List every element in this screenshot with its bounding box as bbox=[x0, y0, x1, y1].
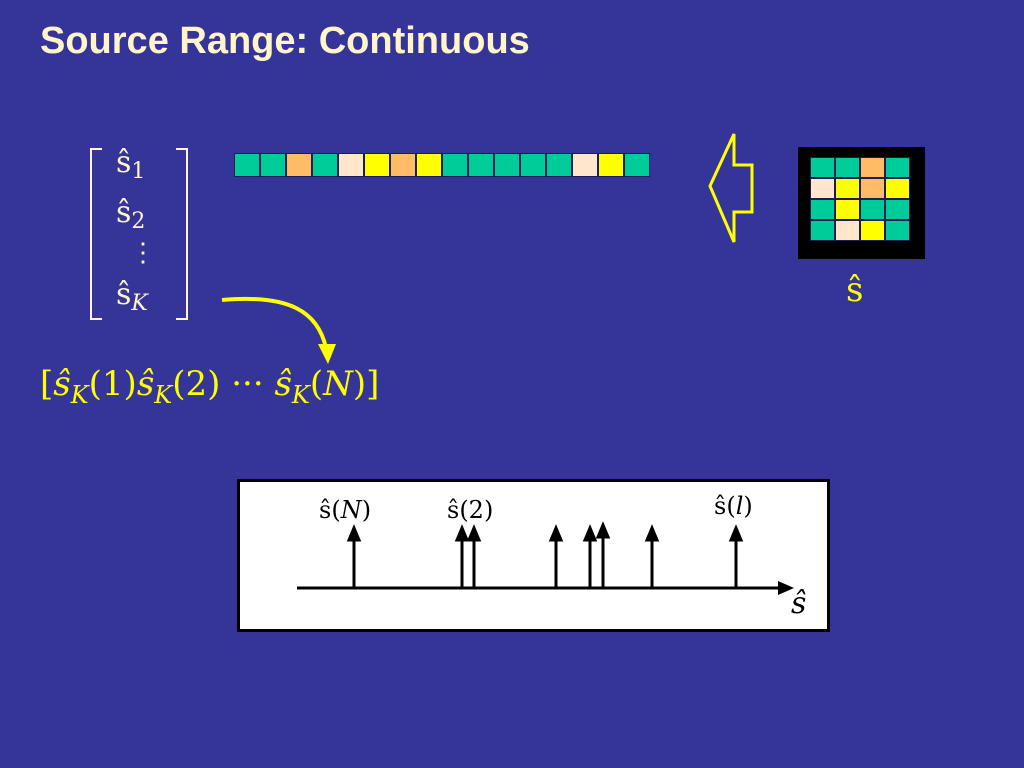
axis-label: ŝ bbox=[791, 586, 807, 621]
sample-stem-head bbox=[582, 524, 598, 542]
strip-cell bbox=[546, 153, 572, 177]
matrix-cell bbox=[810, 220, 835, 241]
strip-cell bbox=[416, 153, 442, 177]
matrix-cell bbox=[810, 157, 835, 178]
strip-cell bbox=[234, 153, 260, 177]
matrix-cell bbox=[835, 157, 860, 178]
sequence-expression: [ŝK(1)ŝK(2) ··· ŝK(N)] bbox=[40, 364, 380, 409]
strip-cell bbox=[598, 153, 624, 177]
curved-arrow-icon bbox=[221, 296, 328, 349]
sample-stem-head bbox=[454, 524, 470, 542]
sample-stem-head bbox=[346, 524, 362, 542]
curved-arrow-head-icon bbox=[318, 344, 336, 364]
matrix-cell bbox=[835, 199, 860, 220]
sample-axis-panel: ŝ(N) ŝ(2) ŝ(l) ŝ bbox=[237, 479, 830, 632]
sample-stem-head bbox=[548, 524, 564, 542]
right-bracket bbox=[176, 148, 188, 320]
matrix-cell bbox=[860, 157, 885, 178]
source-matrix bbox=[798, 147, 925, 259]
strip-cell bbox=[572, 153, 598, 177]
matrix-cell bbox=[810, 199, 835, 220]
sample-stems bbox=[346, 521, 744, 588]
matrix-cell bbox=[885, 199, 910, 220]
sample-stem-head bbox=[644, 524, 660, 542]
left-arrow-icon bbox=[708, 133, 754, 243]
slide-title: Source Range: Continuous bbox=[40, 20, 530, 62]
sample-axis-svg bbox=[297, 521, 794, 595]
strip-cell bbox=[390, 153, 416, 177]
vectorized-strip bbox=[234, 153, 650, 177]
strip-cell bbox=[312, 153, 338, 177]
matrix-cell bbox=[860, 220, 885, 241]
strip-cell bbox=[520, 153, 546, 177]
strip-cell bbox=[364, 153, 390, 177]
strip-cell bbox=[442, 153, 468, 177]
matrix-label: ŝ bbox=[846, 270, 864, 310]
matrix-cell bbox=[885, 220, 910, 241]
vector-row-1: ŝ1 bbox=[116, 145, 146, 185]
strip-cell bbox=[468, 153, 494, 177]
matrix-cell bbox=[860, 178, 885, 199]
sample-stem-head bbox=[595, 521, 611, 539]
matrix-cell bbox=[835, 220, 860, 241]
vector-dots: ⋮ bbox=[130, 238, 156, 268]
axis-arrow-icon bbox=[778, 581, 794, 595]
strip-cell bbox=[624, 153, 650, 177]
sample-label-n: ŝ(N) bbox=[319, 496, 372, 524]
sample-stem-head bbox=[466, 524, 482, 542]
strip-cell bbox=[286, 153, 312, 177]
matrix-cell bbox=[885, 178, 910, 199]
matrix-grid bbox=[810, 157, 913, 241]
sample-label-2: ŝ(2) bbox=[447, 496, 494, 524]
matrix-cell bbox=[835, 178, 860, 199]
left-bracket bbox=[90, 148, 102, 320]
matrix-cell bbox=[860, 199, 885, 220]
strip-cell bbox=[260, 153, 286, 177]
vector-row-2: ŝ2 bbox=[116, 195, 146, 235]
sample-stem-head bbox=[728, 524, 744, 542]
matrix-cell bbox=[810, 178, 835, 199]
vector-row-k: ŝK bbox=[116, 277, 148, 317]
matrix-cell bbox=[885, 157, 910, 178]
sample-label-l: ŝ(l) bbox=[714, 492, 753, 520]
strip-cell bbox=[338, 153, 364, 177]
strip-cell bbox=[494, 153, 520, 177]
source-vector: ŝ1 ŝ2 ⋮ ŝK bbox=[86, 142, 192, 320]
